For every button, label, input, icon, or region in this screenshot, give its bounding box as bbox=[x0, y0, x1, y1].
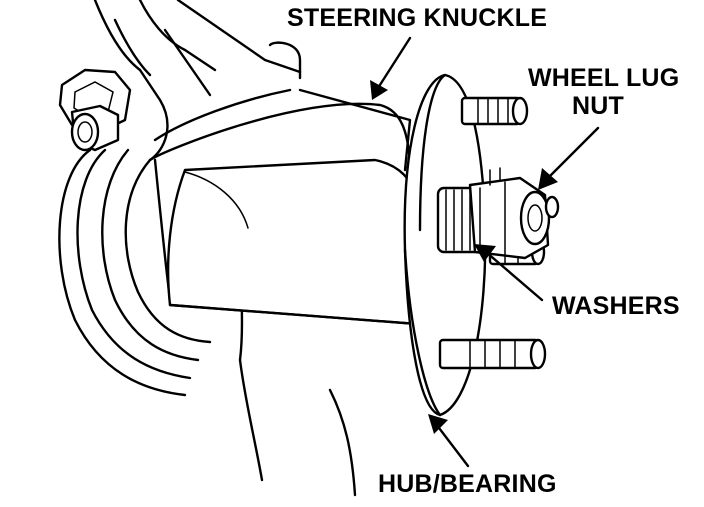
wheel-lug-nut-label-line1: WHEEL LUG bbox=[528, 64, 680, 92]
wheel-lug-nut-label: WHEEL LUG NUT bbox=[528, 64, 680, 120]
hub-flange-block bbox=[166, 158, 432, 327]
washers-and-lug-nut bbox=[436, 167, 560, 260]
leader-arrows bbox=[370, 36, 600, 468]
steering-knuckle-label: STEERING KNUCKLE bbox=[287, 4, 548, 32]
arrow-head-hub-bearing bbox=[428, 414, 448, 434]
hub-bearing-label: HUB/BEARING bbox=[378, 470, 557, 498]
wheel-lug-nut-label-line2: NUT bbox=[572, 92, 624, 120]
backing-rings bbox=[58, 148, 212, 397]
arrow-head-lug-nut bbox=[538, 168, 558, 190]
tie-rod-nut bbox=[58, 68, 132, 152]
washers-label: WASHERS bbox=[552, 292, 680, 320]
arrow-head-steering-knuckle bbox=[370, 80, 388, 100]
upper-arm-bracket bbox=[93, 0, 302, 162]
arrow-head-washers bbox=[474, 244, 496, 262]
